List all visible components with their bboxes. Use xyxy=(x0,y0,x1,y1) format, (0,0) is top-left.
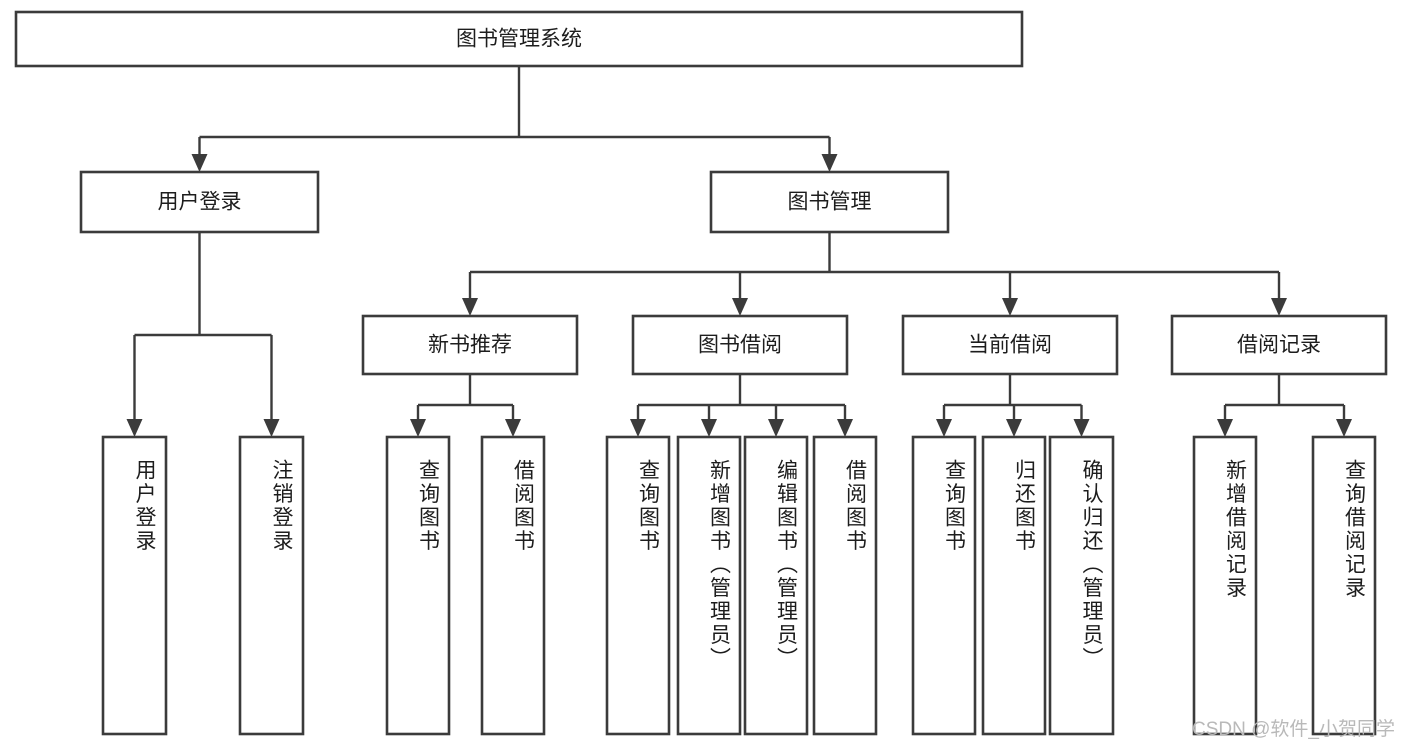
node-level1-0[interactable]: 用户登录 xyxy=(79,170,320,234)
node-box xyxy=(981,435,1047,736)
arrow-head-icon xyxy=(837,419,853,437)
node-box xyxy=(14,10,1024,68)
node-box xyxy=(901,314,1119,376)
node-label: 查询图书 xyxy=(637,459,661,553)
node-layer: 图书管理系统用户登录图书管理新书推荐图书借阅当前借阅借阅记录用户登录注销登录查询… xyxy=(14,10,1388,736)
node-box xyxy=(812,435,878,736)
node-box xyxy=(911,435,977,736)
arrow-head-icon xyxy=(1336,419,1352,437)
node-label: 注销登录 xyxy=(270,459,294,553)
arrow-head-icon xyxy=(701,419,717,437)
node-label: 图书管理系统 xyxy=(456,28,582,51)
arrow-head-icon xyxy=(1217,419,1233,437)
node-box xyxy=(1192,435,1258,736)
node-level2-3[interactable]: 借阅记录 xyxy=(1170,314,1388,376)
node-box xyxy=(385,435,451,736)
arrow-head-icon xyxy=(936,419,952,437)
node-level2-2[interactable]: 当前借阅 xyxy=(901,314,1119,376)
node-label: 编辑图书（管理员） xyxy=(775,459,799,671)
node-label: 归还图书 xyxy=(1013,459,1037,553)
connector-layer xyxy=(126,66,1352,437)
node-label: 用户登录 xyxy=(133,459,157,553)
node-level2-0[interactable]: 新书推荐 xyxy=(361,314,579,376)
node-label: 借阅记录 xyxy=(1237,334,1321,357)
arrow-head-icon xyxy=(1006,419,1022,437)
node-label: 借阅图书 xyxy=(844,459,868,553)
arrow-head-icon xyxy=(630,419,646,437)
arrow-head-icon xyxy=(126,419,143,437)
node-box xyxy=(1048,435,1115,736)
node-box xyxy=(480,435,546,736)
arrow-head-icon xyxy=(263,419,280,437)
arrow-head-icon xyxy=(191,154,208,172)
node-label: 确认归还（管理员） xyxy=(1080,459,1104,671)
node-label: 查询图书 xyxy=(943,459,967,553)
node-box xyxy=(605,435,671,736)
node-label: 新增图书（管理员） xyxy=(708,459,732,671)
arrow-head-icon xyxy=(821,154,838,172)
node-leaf-2[interactable]: 查询图书 xyxy=(385,435,451,736)
node-leaf-11[interactable]: 新增借阅记录 xyxy=(1192,435,1258,736)
node-box xyxy=(631,314,849,376)
node-level1-1[interactable]: 图书管理 xyxy=(709,170,950,234)
node-label: 查询图书 xyxy=(417,459,441,553)
node-label: 图书管理 xyxy=(788,191,872,214)
arrow-head-icon xyxy=(1002,298,1018,316)
node-leaf-0[interactable]: 用户登录 xyxy=(101,435,168,736)
node-leaf-9[interactable]: 归还图书 xyxy=(981,435,1047,736)
arrow-head-icon xyxy=(462,298,478,316)
node-level2-1[interactable]: 图书借阅 xyxy=(631,314,849,376)
node-label: 新书推荐 xyxy=(428,334,512,357)
node-box xyxy=(79,170,320,234)
node-label: 查询借阅记录 xyxy=(1343,459,1367,600)
node-leaf-5[interactable]: 新增图书（管理员） xyxy=(676,435,742,736)
arrow-head-icon xyxy=(410,419,426,437)
node-leaf-8[interactable]: 查询图书 xyxy=(911,435,977,736)
node-label: 用户登录 xyxy=(158,191,242,214)
node-box xyxy=(1170,314,1388,376)
node-leaf-6[interactable]: 编辑图书（管理员） xyxy=(743,435,809,736)
node-root-0[interactable]: 图书管理系统 xyxy=(14,10,1024,68)
node-box xyxy=(1311,435,1377,736)
node-leaf-1[interactable]: 注销登录 xyxy=(238,435,305,736)
arrow-head-icon xyxy=(1271,298,1287,316)
node-label: 当前借阅 xyxy=(968,334,1052,357)
node-label: 新增借阅记录 xyxy=(1224,459,1248,600)
node-box xyxy=(238,435,305,736)
arrow-head-icon xyxy=(505,419,521,437)
node-leaf-7[interactable]: 借阅图书 xyxy=(812,435,878,736)
node-label: 借阅图书 xyxy=(512,459,536,553)
node-box xyxy=(676,435,742,736)
node-box xyxy=(101,435,168,736)
node-leaf-4[interactable]: 查询图书 xyxy=(605,435,671,736)
node-label: 图书借阅 xyxy=(698,334,782,357)
node-leaf-12[interactable]: 查询借阅记录 xyxy=(1311,435,1377,736)
node-box xyxy=(361,314,579,376)
arrow-head-icon xyxy=(732,298,748,316)
node-box xyxy=(709,170,950,234)
arrow-head-icon xyxy=(1073,419,1090,437)
node-leaf-3[interactable]: 借阅图书 xyxy=(480,435,546,736)
node-box xyxy=(743,435,809,736)
arrow-head-icon xyxy=(768,419,784,437)
node-leaf-10[interactable]: 确认归还（管理员） xyxy=(1048,435,1115,736)
